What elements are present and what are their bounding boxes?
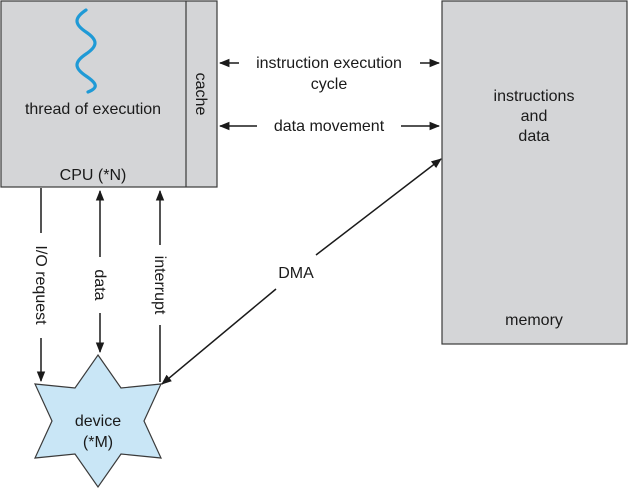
data-label: data (91, 269, 108, 300)
memory-content-line3: data (518, 128, 549, 145)
instruction-cycle-label-line2: cycle (311, 76, 348, 93)
device-label-line1: device (75, 413, 121, 430)
io-request-connection: I/O request (32, 188, 49, 383)
instruction-cycle-label-line1: instruction execution (256, 55, 402, 72)
interrupt-label: interrupt (151, 256, 168, 315)
io-request-label: I/O request (32, 245, 49, 325)
data-movement-label: data movement (274, 118, 385, 135)
cpu-label: CPU (*N) (60, 167, 127, 184)
thread-squiggle-icon (75, 8, 97, 94)
cache-label: cache (192, 73, 209, 116)
thread-of-execution-label: thread of execution (25, 101, 161, 118)
dma-label: DMA (278, 265, 314, 282)
memory-content-line1: instructions (494, 88, 575, 105)
memory-box: instructions and data memory (441, 0, 628, 345)
memory-content-line2: and (521, 108, 548, 125)
instruction-cycle-connection: instruction execution cycle (218, 55, 441, 93)
dma-connection: DMA (161, 158, 442, 385)
memory-label: memory (505, 312, 563, 329)
device-label-line2: (*M) (83, 434, 113, 451)
data-connection: data (91, 189, 108, 354)
data-movement-connection: data movement (218, 118, 441, 135)
device-star: device (*M) (34, 353, 162, 489)
cpu-box: thread of execution CPU (*N) cache (0, 0, 218, 188)
device-shape (34, 353, 162, 489)
interrupt-connection: interrupt (151, 189, 168, 382)
